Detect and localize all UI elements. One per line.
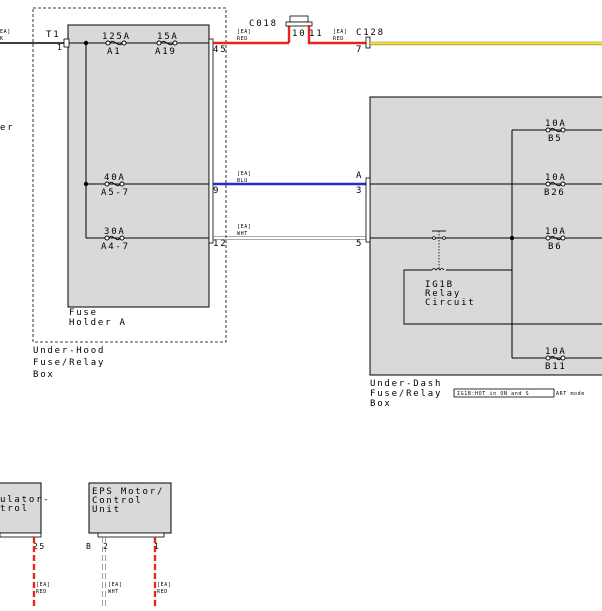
fuse-a5-7 bbox=[104, 181, 125, 187]
relay-label-line2: Relay bbox=[425, 289, 461, 299]
eps-box bbox=[88, 482, 172, 534]
fuse-a5-7-id: A5-7 bbox=[101, 188, 130, 198]
fuse-a19 bbox=[156, 40, 178, 46]
terminal-1-label: 1 bbox=[57, 43, 63, 52]
underdash-connector-strip bbox=[365, 177, 371, 243]
fuse-b6-rating: 10A bbox=[545, 227, 567, 237]
wire-blu-tag: [EA] bbox=[237, 171, 251, 177]
fuse-a4-7-id: A4-7 bbox=[101, 242, 130, 252]
fuse-b5-rating: 10A bbox=[545, 119, 567, 129]
junction-dot bbox=[83, 181, 89, 187]
fuse-holder-title-line2: Holder A bbox=[69, 318, 127, 328]
pin-5-label: 5 bbox=[356, 239, 363, 249]
fuse-b11 bbox=[545, 355, 566, 361]
fuse-b5-id: B5 bbox=[548, 134, 562, 144]
terminal-t1-label: T1 bbox=[46, 30, 60, 40]
fuse-b26-rating: 10A bbox=[545, 173, 567, 183]
regulator-connector bbox=[0, 532, 42, 538]
underdash-title-line3: Box bbox=[370, 399, 392, 409]
relay-coil-loop bbox=[403, 269, 602, 325]
connector-c018-label: C018 bbox=[249, 19, 278, 29]
underhood-connector-strip bbox=[208, 38, 214, 244]
pin-45-label: 45 bbox=[213, 45, 227, 55]
underhood-dashed-boundary bbox=[32, 7, 227, 343]
underdash-title-line1: Under-Dash bbox=[370, 379, 442, 389]
connector-c128 bbox=[365, 36, 371, 49]
wire-blu-color: BLU bbox=[237, 178, 248, 184]
wire-red-top-a-color: RED bbox=[237, 36, 248, 42]
ig1b-relay-contact bbox=[431, 230, 446, 271]
regulator-pin-label: 25 bbox=[33, 542, 46, 551]
fuse-a1 bbox=[105, 40, 127, 46]
fuse-b5 bbox=[545, 127, 566, 133]
connector-c128-label: C128 bbox=[356, 28, 385, 38]
fuse-b6-id: B6 bbox=[548, 242, 562, 252]
junction-dot bbox=[509, 235, 515, 241]
relay-label-line1: IG1B bbox=[425, 280, 454, 290]
underdash-note-tail: ART mode bbox=[556, 391, 585, 397]
fuse-a5-7-rating: 40A bbox=[104, 173, 126, 183]
underhood-title-line2: Fuse/Relay bbox=[33, 358, 105, 368]
eps-pin-1: 1 bbox=[154, 542, 160, 551]
connector-c128-pin: 7 bbox=[356, 45, 363, 55]
pin-A-label: A bbox=[356, 171, 363, 181]
eps-wire-wht-tag: [EA] bbox=[108, 582, 122, 588]
underdash-note: IG1B:HOT in ON and S bbox=[457, 391, 529, 397]
wire-red-top-b bbox=[307, 25, 366, 45]
fuse-b26-id: B26 bbox=[544, 188, 566, 198]
wire-wht-tag: [EA] bbox=[237, 224, 251, 230]
fuse-b6 bbox=[545, 235, 566, 241]
connector-c018-body bbox=[285, 21, 313, 27]
fuse-holder-title-line1: Fuse bbox=[69, 308, 98, 318]
pin-9-label: 9 bbox=[213, 186, 220, 196]
left-partial-text: er bbox=[0, 123, 14, 133]
wire-red-top-b-color: RED bbox=[333, 36, 344, 42]
underdash-note-box bbox=[453, 388, 555, 398]
connector-c018-pin-a: 10 bbox=[292, 29, 306, 39]
fuse-a19-id: A19 bbox=[155, 47, 177, 57]
eps-connector-label: B bbox=[86, 542, 92, 551]
wire-red-top-a-tag: [EA] bbox=[237, 29, 251, 35]
fuse-a4-7-rating: 30A bbox=[104, 227, 126, 237]
eps-wire-red-tag: [EA] bbox=[157, 582, 171, 588]
regulator-label-line1: ulator- bbox=[0, 495, 51, 505]
eps-wire-red-color: RED bbox=[157, 589, 168, 595]
connector-t1 bbox=[63, 38, 70, 48]
eps-pin-2: 2 bbox=[103, 542, 109, 551]
wire-wht-color: WHT bbox=[237, 231, 248, 237]
connector-c018-cap bbox=[289, 15, 309, 23]
pin-12-label: 12 bbox=[213, 239, 227, 249]
eps-label-line1: EPS Motor/ bbox=[92, 487, 164, 497]
regulator-label-line2: trol bbox=[0, 504, 29, 514]
fuse-a1-rating: 125A bbox=[102, 32, 131, 42]
left-tag-b: K bbox=[0, 36, 4, 42]
regulator-wire-color: RED bbox=[36, 589, 47, 595]
junction-dot bbox=[83, 40, 89, 46]
fuse-holder-a-box bbox=[67, 24, 210, 308]
fuse-a1-id: A1 bbox=[107, 47, 121, 57]
fuse-a19-rating: 15A bbox=[157, 32, 179, 42]
pin-3-label: 3 bbox=[356, 186, 363, 196]
underdash-box bbox=[369, 96, 602, 376]
eps-label-line3: Unit bbox=[92, 505, 121, 515]
relay-label-line3: Circuit bbox=[425, 298, 476, 308]
fuse-b11-rating: 10A bbox=[545, 347, 567, 357]
eps-wire-wht-color: WHT bbox=[108, 589, 119, 595]
eps-label-line2: Control bbox=[92, 496, 143, 506]
underhood-title-line1: Under-Hood bbox=[33, 346, 105, 356]
fuse-a4-7 bbox=[104, 235, 125, 241]
connector-c018-pin-b: 11 bbox=[309, 29, 323, 39]
regulator-wire-tag: [EA] bbox=[36, 582, 50, 588]
fuse-b26 bbox=[545, 181, 566, 187]
wire-red-top-b-tag: [EA] bbox=[333, 29, 347, 35]
eps-connector bbox=[97, 532, 165, 538]
fuse-b11-id: B11 bbox=[545, 362, 567, 372]
underhood-title-line3: Box bbox=[33, 370, 55, 380]
left-tag-a: EA] bbox=[0, 29, 11, 35]
underdash-title-line2: Fuse/Relay bbox=[370, 389, 442, 399]
